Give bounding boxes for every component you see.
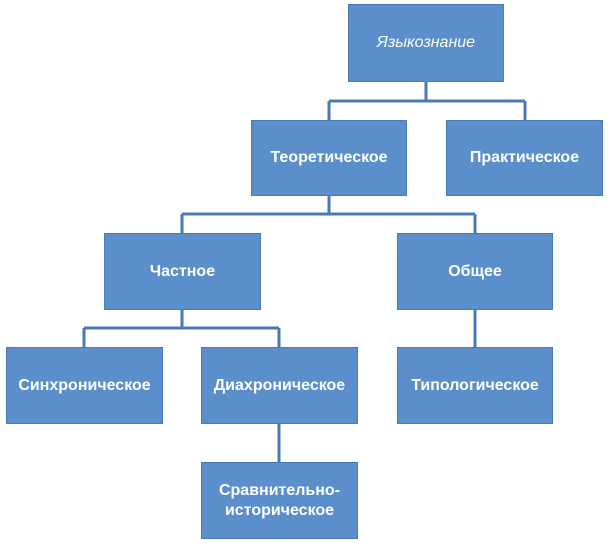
node-linguistics-label: Языкознание bbox=[376, 34, 476, 51]
node-theoretical: Теоретическое bbox=[251, 120, 407, 196]
node-theoretical-label: Теоретическое bbox=[270, 149, 388, 166]
node-typological-label: Типологическое bbox=[411, 376, 539, 394]
node-diachronic-label: Диахроническое bbox=[213, 376, 346, 394]
node-linguistics: Языкознание bbox=[348, 4, 504, 82]
node-comparative-historical-label: Сравнительно-историческое bbox=[218, 481, 341, 519]
node-general: Общее bbox=[397, 233, 553, 310]
node-practical-label: Практическое bbox=[469, 149, 580, 166]
node-synchronic-label: Синхроническое bbox=[18, 376, 151, 394]
node-typological: Типологическое bbox=[397, 347, 553, 424]
node-particular: Частное bbox=[104, 233, 261, 310]
node-synchronic: Синхроническое bbox=[6, 347, 163, 424]
node-diachronic: Диахроническое bbox=[201, 347, 358, 424]
node-particular-label: Частное bbox=[149, 262, 216, 280]
node-general-label: Общее bbox=[448, 262, 502, 280]
node-practical: Практическое bbox=[446, 120, 603, 196]
node-comparative-historical: Сравнительно-историческое bbox=[201, 462, 358, 539]
